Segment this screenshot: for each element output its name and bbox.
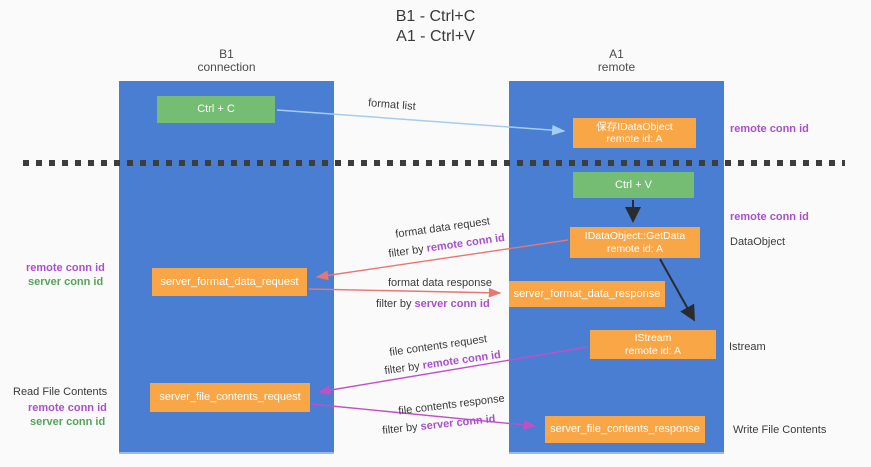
node-save-dataobject-line2: remote id: A [606,133,663,145]
left-column-name: B1 [219,47,234,61]
node-server-file-contents-request-label: server_file_contents_request [159,391,301,403]
label-left-server-conn-id-top: server conn id [28,276,104,288]
label-left-remote-conn-id-top: remote conn id [26,262,105,274]
filter-by-text: filter by [383,359,424,378]
node-istream-line2: remote id: A [624,344,682,357]
node-ctrl-v-label: Ctrl + V [615,178,652,191]
node-idataobject-getdata: IDataObject::GetData remote id: A [570,227,700,258]
node-ctrl-v: Ctrl + V [573,172,694,198]
label-istream: Istream [729,341,766,353]
node-save-dataobject: 保存IDataObject remote id: A [573,118,696,148]
server-conn-id-text: server conn id [419,413,497,433]
node-istream: IStream remote id: A [590,330,716,359]
node-server-file-contents-response-label: server_file_contents_response [550,423,700,435]
node-server-format-data-response-label: server_format_data_response [513,287,661,300]
label-dataobject: DataObject [730,236,786,248]
node-idataobject-getdata-line2: remote id: A [606,242,664,255]
right-column-subtitle: remote [597,60,636,74]
node-server-file-contents-request: server_file_contents_request [150,383,310,412]
node-istream-line1: IStream [634,332,672,344]
label-format-list: format list [367,97,417,113]
label-right-remote-conn-id-top: remote conn id [730,123,809,135]
filter-by-text: filter by [381,420,422,437]
node-ctrl-c: Ctrl + C [157,96,275,123]
label-write-file-contents: Write File Contents [733,424,827,436]
title-line-1: B1 - Ctrl+C [395,8,476,25]
left-column-subtitle: connection [197,60,256,74]
remote-conn-id-text: remote conn id [425,231,506,255]
filter-by-text: filter by [387,242,428,261]
label-format-data-response: format data response [388,277,492,289]
left-column-header: B1 connection [119,48,334,74]
node-server-format-data-response: server_format_data_response [509,281,665,307]
label-right-remote-conn-id-mid: remote conn id [730,211,809,223]
node-idataobject-getdata-line1: IDataObject::GetData [584,230,686,242]
right-column-name: A1 [609,47,624,61]
node-server-format-data-request: server_format_data_request [152,268,307,296]
server-conn-id-text: server conn id [414,298,490,310]
label-filter-by-server-1: filter by server conn id [376,298,490,310]
node-ctrl-c-label: Ctrl + C [197,103,235,115]
dashed-divider-line [23,160,845,166]
diagram-title: B1 - Ctrl+C A1 - Ctrl+V [0,7,871,47]
arrow-format-data-response [308,287,502,298]
label-read-file-contents: Read File Contents [13,386,108,398]
filter-by-text: filter by [376,298,415,310]
right-column-header: A1 remote [509,48,724,74]
node-server-file-contents-response: server_file_contents_response [545,416,705,443]
node-server-format-data-request-label: server_format_data_request [160,275,299,288]
node-save-dataobject-line1: 保存IDataObject [596,120,673,133]
label-left-server-conn-id-bottom: server conn id [30,416,106,428]
title-line-2: A1 - Ctrl+V [396,28,475,45]
label-left-remote-conn-id-bottom: remote conn id [28,402,107,414]
